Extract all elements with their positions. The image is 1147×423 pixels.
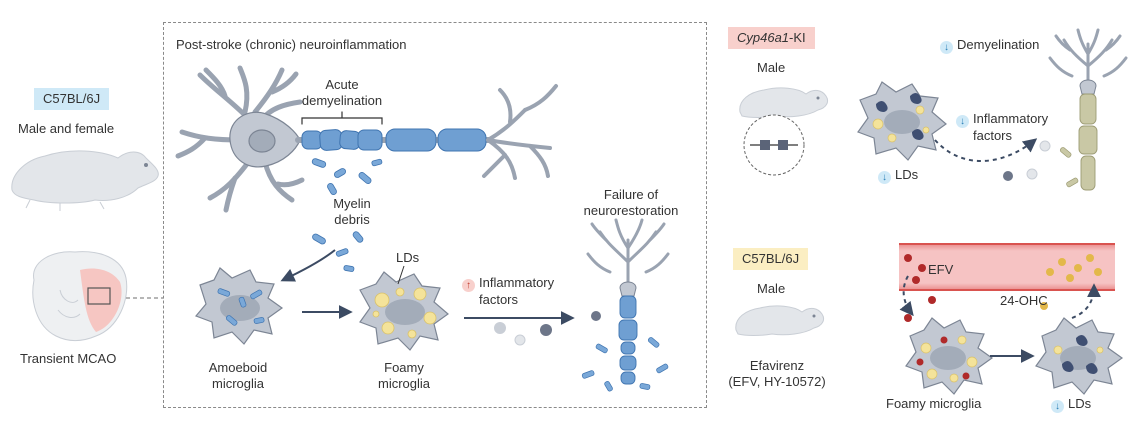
center-panel-frame: [163, 22, 707, 408]
regenerating-neuron: [1048, 28, 1128, 191]
strain-tag-left: C57BL/6J: [34, 88, 110, 110]
amoeboid-microglia-cell: [194, 267, 284, 345]
amoeboid-microglia-label: Amoeboid microglia: [208, 360, 268, 391]
mouse-illustration-left: [11, 150, 159, 211]
sex-label-efv: Male: [757, 281, 786, 296]
sex-label-left: Male and female: [18, 121, 115, 136]
arrow-debris-to-microglia: [280, 249, 336, 282]
right-top-spheres: [1003, 140, 1051, 181]
strain-tag-efv: C57BL/6J: [733, 248, 809, 270]
foamy-microglia-label-right: Foamy microglia: [886, 396, 982, 411]
blood-vessel: [899, 243, 1115, 291]
microglia-reduced-lds: [857, 81, 947, 161]
inflammatory-factors-label-center: ↑Inflammatory factors: [462, 275, 554, 308]
down-arrow-icon: ↓: [1051, 400, 1064, 413]
lds-label-right-bottom: ↓LDs: [1051, 396, 1091, 413]
gene-knockin-circle: [743, 114, 805, 176]
lds-label-center: LDs: [396, 250, 420, 265]
model-label: Transient MCAO: [20, 351, 117, 366]
down-arrow-icon: ↓: [956, 115, 969, 128]
arrow-efv-into-brain: [899, 275, 914, 317]
mouse-illustration-efv: [735, 305, 825, 336]
foamy-microglia-efv: [905, 317, 994, 395]
efv-label: EFV: [928, 262, 954, 277]
brain-section-illustration: [32, 251, 163, 341]
myelin-debris-fragments: [311, 158, 383, 272]
down-arrow-icon: ↓: [878, 171, 891, 184]
failing-neuron-illustration: [581, 218, 670, 392]
failure-neurorestoration-label: Failure of neurorestoration: [583, 187, 679, 218]
arrow-microglia-to-myelin: [934, 138, 1038, 162]
down-arrow-icon: ↓: [940, 41, 953, 54]
demyelination-label: ↓Demyelination: [940, 37, 1039, 54]
ohc-label: 24-OHC: [1000, 293, 1048, 308]
foamy-microglia-cell: [359, 265, 449, 351]
ohc-molecules: [1040, 254, 1102, 310]
inflammatory-factors-label-right: ↓Inflammatory factors: [956, 111, 1048, 144]
drug-label: Efavirenz (EFV, HY-10572): [728, 358, 826, 389]
efv-molecules: [904, 254, 936, 322]
sex-label-ki: Male: [757, 60, 786, 75]
foamy-microglia-label-center: Foamy microglia: [377, 360, 430, 391]
neuron-illustration: [175, 65, 558, 213]
up-arrow-icon: ↑: [462, 279, 475, 292]
microglia-cleared: [1035, 317, 1124, 395]
mouse-illustration-ki: [739, 87, 829, 118]
myelin-debris-label: Myelin debris: [333, 196, 371, 227]
lds-label-right-top: ↓LDs: [878, 167, 918, 184]
center-panel-title: Post-stroke (chronic) neuroinflammation: [176, 37, 407, 52]
acute-demyelination-label: Acute demyelination: [301, 77, 383, 108]
genotype-tag: Cyp46a1-KI: [728, 27, 815, 49]
inflammatory-factor-spheres: [494, 311, 601, 346]
